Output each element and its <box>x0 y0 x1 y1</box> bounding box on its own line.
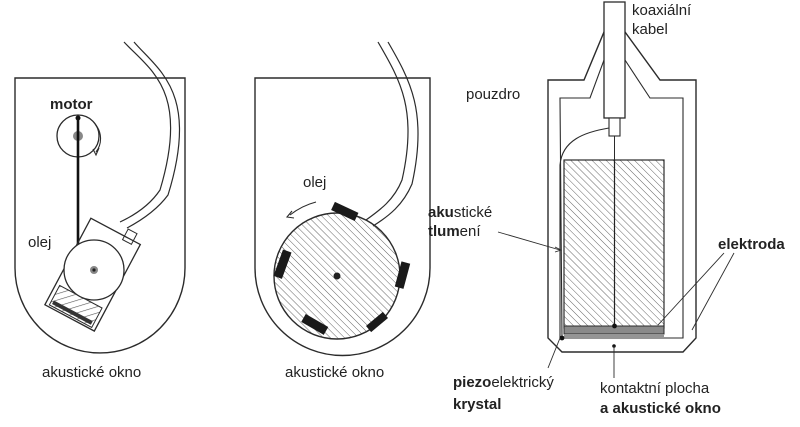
rotation-arrow-icon <box>94 123 102 153</box>
damping-label-rest: stické <box>453 204 493 221</box>
middle-cable <box>365 41 409 221</box>
housing-label: pouzdro <box>466 86 521 103</box>
damping-label-bold: aku <box>428 204 454 221</box>
crystal-label-line1: piezoelektrický <box>453 374 554 391</box>
middle-rotation-arrow-icon <box>289 201 317 216</box>
middle-housing <box>254 77 431 357</box>
damping-label-line2: tlumení <box>428 223 481 240</box>
cable-label-line2: kabel <box>632 21 668 38</box>
right-panel <box>497 1 735 378</box>
contact-label-line1: kontaktní plocha <box>600 380 710 397</box>
left-housing <box>14 77 186 354</box>
right-housing <box>547 31 697 353</box>
cable-label-line1: koaxiální <box>632 2 692 19</box>
disc-elements <box>273 201 411 335</box>
crystal-label-rest: elektrický <box>491 374 554 391</box>
middle-window-label: akustické okno <box>285 364 385 381</box>
damping-label-line2-rest: ení <box>459 223 481 240</box>
middle-panel <box>254 41 431 357</box>
damping-label-line2-bold: tlum <box>428 223 460 240</box>
left-panel <box>14 41 186 354</box>
electrode-label: elektroda <box>718 236 785 253</box>
left-cable <box>119 41 172 223</box>
contact-label-line2: a akustické okno <box>600 400 721 417</box>
crystal-label-bold: piezo <box>453 374 492 391</box>
left-window-label: akustické okno <box>42 364 142 381</box>
crystal-label-line2: krystal <box>453 396 502 413</box>
motor-label: motor <box>50 96 93 113</box>
coaxial-cable <box>603 1 626 119</box>
damping-label-line1: akustické <box>428 204 492 221</box>
left-oil-label: olej <box>28 234 52 251</box>
middle-oil-label: olej <box>303 174 327 191</box>
